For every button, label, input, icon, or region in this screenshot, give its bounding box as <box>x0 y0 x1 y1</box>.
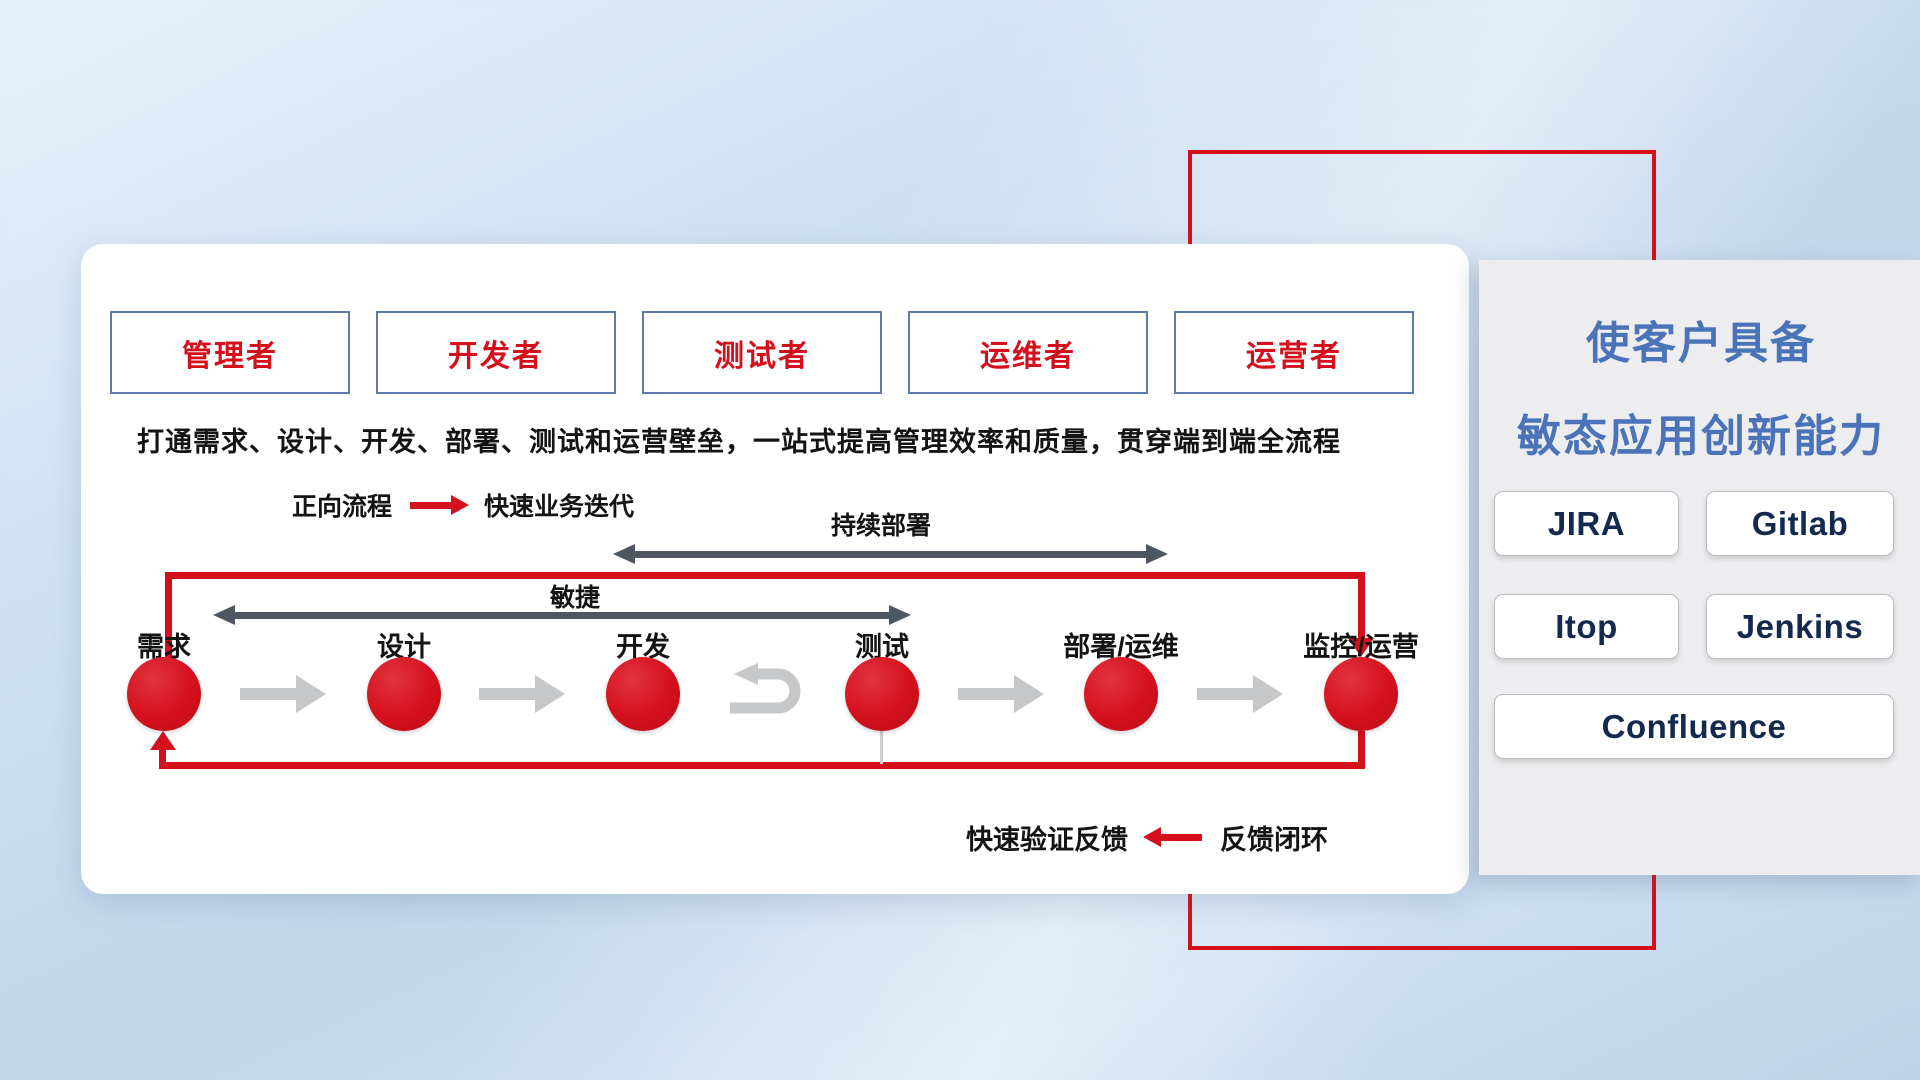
flow-arrow <box>958 675 1046 713</box>
role-box-operations: 运维者 <box>908 311 1148 394</box>
stage-circle-develop <box>606 657 680 731</box>
right-arrow-icon <box>410 494 470 515</box>
stage-circle-test <box>845 657 919 731</box>
forward-legend-value: 快速业务迭代 <box>484 493 635 521</box>
role-row: 管理者 开发者 测试者 运维者 运营者 <box>110 311 1414 394</box>
flow-arrow <box>479 675 567 713</box>
iteration-loop-icon <box>730 663 801 714</box>
role-label: 运维者 <box>980 339 1076 373</box>
tool-button-jira: JIRA <box>1494 491 1679 556</box>
forward-legend-label: 正向流程 <box>292 493 393 521</box>
stage-circle-design <box>367 657 441 731</box>
forward-loop-line <box>165 572 172 660</box>
panel-title-line2: 敏态应用创新能力 <box>1517 412 1885 461</box>
role-label: 管理者 <box>182 339 278 373</box>
forward-flow-legend: 正向流程 快速业务迭代 <box>292 487 634 523</box>
role-label: 测试者 <box>714 339 810 373</box>
feedback-legend-label: 快速验证反馈 <box>966 825 1128 855</box>
role-label: 开发者 <box>448 339 544 373</box>
flow-arrow <box>1197 675 1285 713</box>
forward-loop-line <box>165 572 1365 579</box>
role-label: 运营者 <box>1246 339 1342 373</box>
tool-button-confluence: Confluence <box>1494 694 1894 759</box>
feedback-loop-line <box>1358 731 1365 769</box>
role-box-tester: 测试者 <box>642 311 882 394</box>
stage-circle-deploy-ops <box>1084 657 1158 731</box>
role-box-developer: 开发者 <box>376 311 616 394</box>
continuous-deploy-label: 持续部署 <box>830 512 932 540</box>
feedback-loop-arrowhead-icon <box>150 731 176 750</box>
forward-loop-arrowhead-icon <box>1348 638 1374 657</box>
left-arrow-icon <box>1143 827 1202 847</box>
tool-button-itop: Itop <box>1494 594 1679 659</box>
test-feedback-connector <box>880 731 883 764</box>
panel-title-line1: 使客户具备 <box>1586 319 1816 368</box>
tool-button-gitlab: Gitlab <box>1706 491 1894 556</box>
feedback-loop-line <box>159 749 166 769</box>
agile-arrow <box>213 605 911 625</box>
agile-label: 敏捷 <box>549 584 601 612</box>
continuous-deploy-arrow <box>613 544 1168 564</box>
role-box-operator: 运营者 <box>1174 311 1414 394</box>
feedback-legend: 快速验证反馈 反馈闭环 <box>966 818 1328 857</box>
stage-circle-requirement <box>127 657 201 731</box>
feedback-loop-line <box>159 762 1365 769</box>
feedback-legend-value: 反馈闭环 <box>1220 825 1328 855</box>
forward-loop-line <box>1358 572 1365 640</box>
tool-button-jenkins: Jenkins <box>1706 594 1894 659</box>
devops-flow-card: 管理者 开发者 测试者 运维者 运营者 打通需求、设计、开发、部署、测试和运营壁… <box>81 244 1469 894</box>
subtitle: 打通需求、设计、开发、部署、测试和运营壁垒，一站式提高管理效率和质量，贯穿端到端… <box>137 427 1341 457</box>
flow-arrow <box>240 675 328 713</box>
capability-panel: 使客户具备 敏态应用创新能力 JIRA Gitlab Itop Jenkins … <box>1479 260 1920 875</box>
stage-circle-monitor-operate <box>1324 657 1398 731</box>
role-box-manager: 管理者 <box>110 311 350 394</box>
